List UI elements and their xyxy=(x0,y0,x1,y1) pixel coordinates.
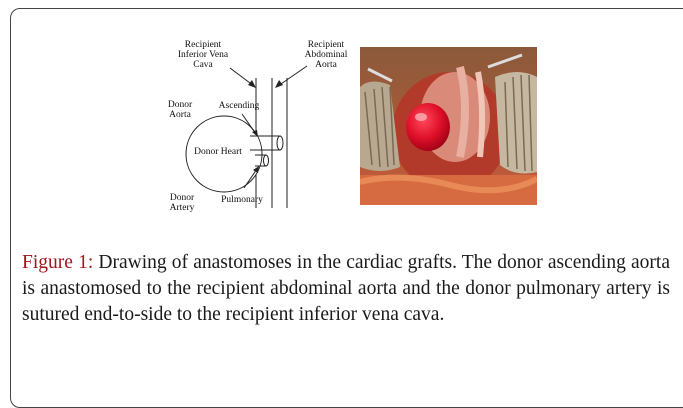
label-recipient-aorta: Recipient Abdominal Aorta xyxy=(300,40,352,70)
label-recipient-ivc: Recipient Inferior Vena Cava xyxy=(168,40,238,70)
figure-caption: Figure 1: Drawing of anastomoses in the … xyxy=(22,250,670,328)
label-pulmonary: Pulmonary xyxy=(217,195,267,205)
label-donor-artery: Donor Artery xyxy=(164,193,200,213)
label-donor-aorta: Donor Aorta xyxy=(164,100,196,118)
label-ascending: Ascending xyxy=(214,101,264,111)
label-donor-heart: Donor Heart xyxy=(188,147,248,157)
caption-text: Drawing of anastomoses in the cardiac gr… xyxy=(22,252,670,325)
anastomosis-diagram: Recipient Inferior Vena Cava Recipient A… xyxy=(162,38,352,213)
surgical-photo-drawing xyxy=(360,47,537,205)
surgical-photo xyxy=(360,47,537,205)
caption-label: Figure 1: xyxy=(22,252,93,273)
